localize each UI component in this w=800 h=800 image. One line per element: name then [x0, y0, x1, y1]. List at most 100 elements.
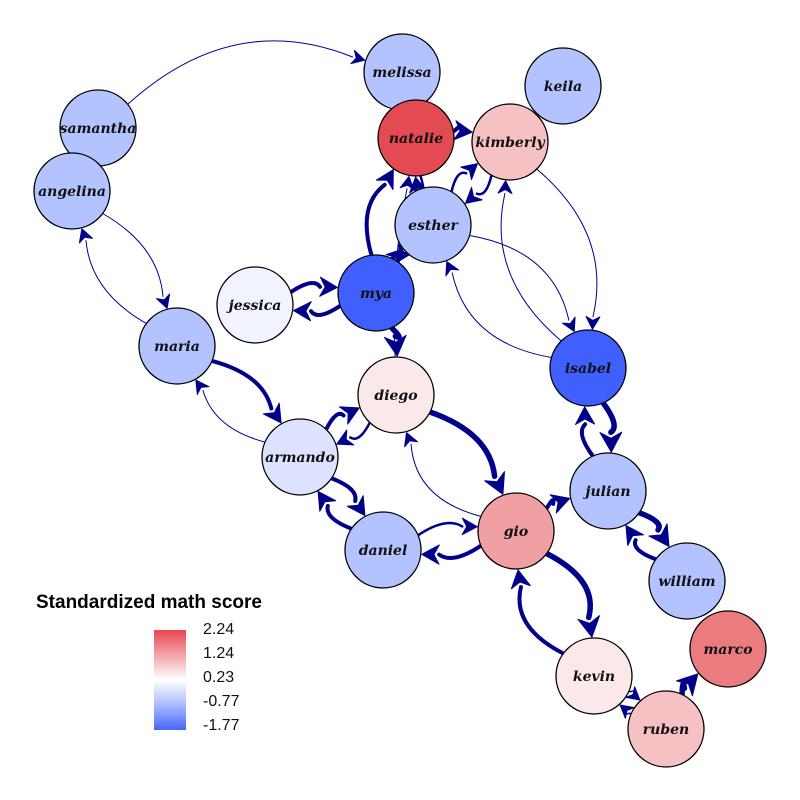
arrowhead-mya-to-jessica [293, 301, 312, 322]
node-label-ruben: ruben [643, 722, 689, 738]
node-label-angelina: angelina [38, 184, 106, 200]
legend-gradient-bar [154, 630, 186, 730]
legend-title: Standardized math score [36, 592, 262, 613]
node-william: william [648, 542, 726, 620]
edge-esther-to-kimberly [450, 171, 468, 194]
legend-tick-mid: 0.23 [203, 669, 235, 686]
node-gio: gio [477, 492, 555, 570]
edge-maria-to-angelina [85, 240, 147, 324]
arrowhead-diego-to-gio [484, 471, 505, 495]
node-label-william: william [658, 574, 715, 590]
edge-armando-to-maria [202, 390, 266, 443]
node-label-isabel: isabel [565, 361, 611, 377]
arrowhead-daniel-to-gio [461, 517, 478, 536]
node-melissa: melissa [363, 33, 441, 111]
node-circle-esther [394, 186, 472, 264]
node-jessica: jessica [216, 266, 294, 344]
arrowhead-kevin-to-gio [510, 569, 531, 590]
node-label-kevin: kevin [573, 669, 615, 685]
arrowhead-kimberly-to-esther [465, 186, 483, 204]
arrowhead-gio-to-julian [549, 494, 571, 514]
arrowhead-isabel-to-esther [445, 261, 459, 277]
edge-samantha-to-melissa [127, 40, 354, 105]
edge-isabel-to-kimberly [500, 192, 562, 342]
node-label-armando: armando [265, 450, 335, 466]
edge-maria-to-armando [210, 358, 274, 411]
node-label-esther: esther [408, 218, 459, 234]
node-diego: diego [357, 356, 435, 434]
arrowhead-mya-to-diego [383, 334, 407, 357]
node-label-gio: gio [504, 524, 528, 540]
node-circle-diego [357, 356, 435, 434]
arrowhead-gio-to-diego [404, 432, 418, 448]
node-maria: maria [138, 307, 216, 385]
edge-isabel-to-esther [451, 272, 552, 358]
edge-kimberly-to-esther [475, 173, 493, 196]
arrowhead-armando-to-daniel [346, 495, 366, 516]
node-label-kimberly: kimberly [475, 135, 545, 151]
node-label-mya: mya [360, 286, 392, 302]
edge-mya-to-diego [388, 324, 402, 341]
arrowhead-maria-to-angelina [78, 228, 93, 244]
node-angelina: angelina [33, 152, 111, 230]
node-circle-daniel [344, 511, 422, 589]
arrowhead-mya-to-natalie [375, 169, 394, 191]
node-armando: armando [261, 418, 339, 496]
edge-kimberly-to-isabel [536, 168, 598, 318]
node-mya: mya [337, 254, 415, 332]
edge-julian-to-william [636, 509, 662, 533]
edge-ruben-to-marco [679, 681, 688, 698]
node-circle-gio [477, 492, 555, 570]
edge-armando-to-diego [324, 411, 346, 432]
arrowhead-julian-to-isabel [575, 406, 596, 425]
node-circle-keila [524, 47, 602, 125]
node-circle-julian [569, 452, 647, 530]
arrowhead-samantha-to-melissa [350, 49, 366, 65]
node-circle-jessica [216, 266, 294, 344]
node-circle-ruben [627, 690, 705, 768]
node-natalie: natalie [377, 99, 455, 177]
edge-diego-to-gio [427, 409, 498, 480]
arrowhead-diego-to-natalie [399, 175, 415, 191]
legend-tick-max: 2.24 [203, 621, 235, 638]
legend-tick-high: 1.24 [203, 645, 235, 662]
edge-gio-to-kevin [543, 550, 593, 621]
edge-natalie-to-kimberly [451, 125, 461, 134]
arrowhead-ruben-to-kevin [619, 704, 635, 719]
node-circle-isabel [549, 329, 627, 407]
edge-layer [78, 40, 699, 719]
node-circle-william [648, 542, 726, 620]
edge-julian-to-isabel [579, 422, 595, 459]
arrowhead-kevin-to-ruben [625, 686, 641, 701]
node-label-natalie: natalie [389, 131, 443, 147]
arrowhead-maria-to-armando [262, 402, 282, 424]
node-daniel: daniel [344, 511, 422, 589]
node-marco: marco [689, 610, 767, 688]
arrowhead-natalie-to-kimberly [453, 120, 473, 141]
edge-gio-to-julian [544, 498, 556, 511]
node-label-diego: diego [374, 388, 417, 404]
node-label-julian: julian [582, 484, 630, 500]
node-label-daniel: daniel [359, 543, 408, 559]
arrowhead-ruben-to-marco [676, 673, 699, 697]
node-circle-kimberly [471, 103, 549, 181]
node-ruben: ruben [627, 690, 705, 768]
arrowhead-kimberly-to-isabel [585, 315, 601, 330]
edge-armando-to-daniel [329, 476, 358, 503]
node-label-maria: maria [154, 339, 200, 355]
node-circle-mya [337, 254, 415, 332]
node-isabel: isabel [549, 329, 627, 407]
node-label-marco: marco [703, 642, 752, 658]
edge-gio-to-diego [410, 443, 482, 517]
edge-daniel-to-armando [325, 504, 354, 531]
node-label-samantha: samantha [60, 121, 137, 137]
node-julian: julian [569, 452, 647, 530]
arrowhead-gio-to-daniel [421, 544, 440, 565]
arrowhead-armando-to-diego [338, 406, 360, 425]
arrowhead-gio-to-kevin [577, 615, 600, 638]
node-circle-maria [138, 307, 216, 385]
node-label-jessica: jessica [226, 298, 282, 314]
node-label-melissa: melissa [372, 65, 431, 81]
